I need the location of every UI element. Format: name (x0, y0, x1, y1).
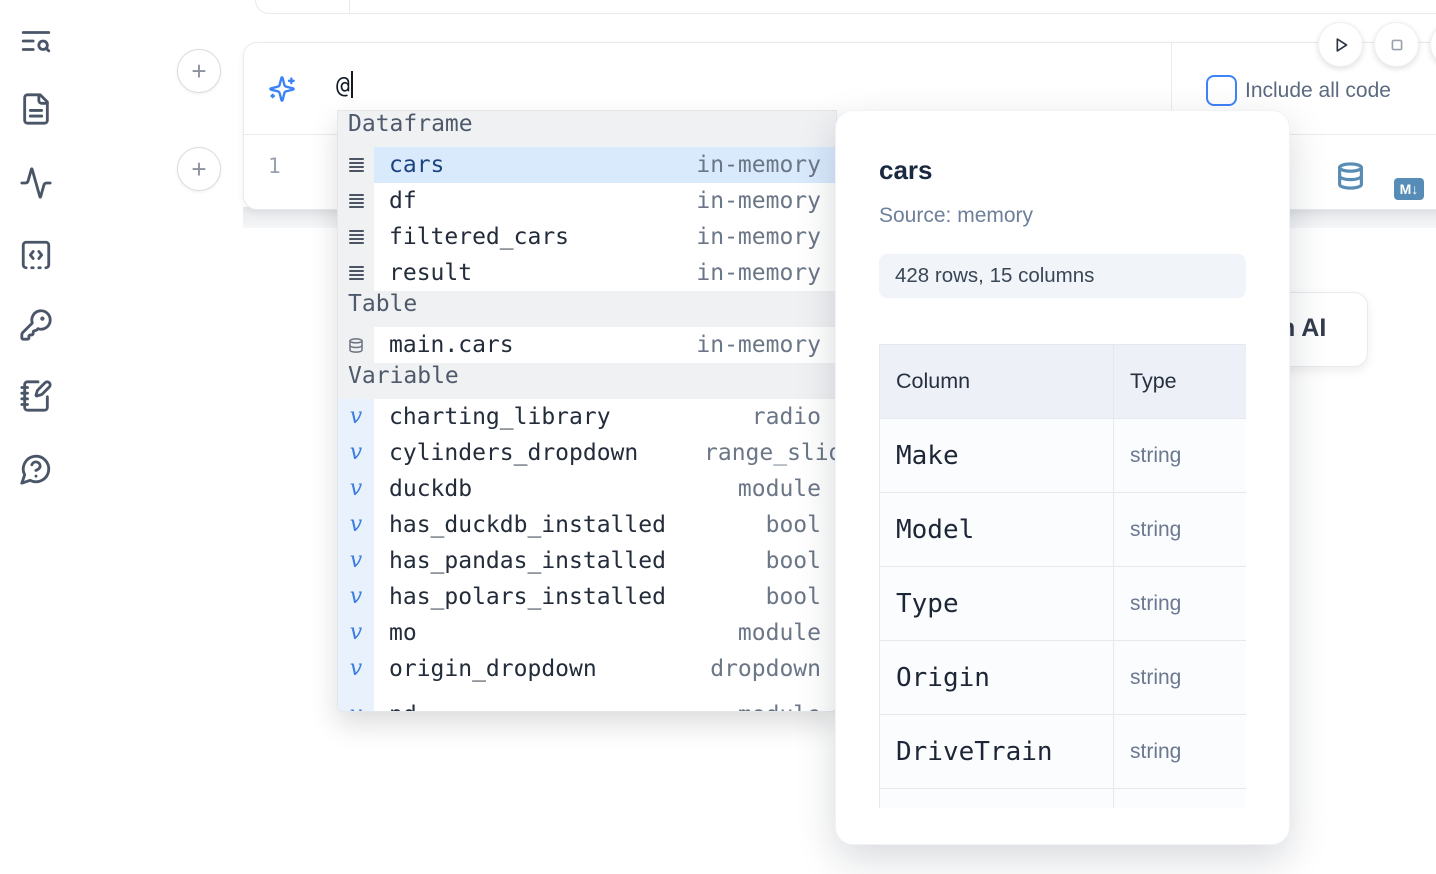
variable-icon: v (338, 471, 374, 507)
dataframe-preview-panel: cars Source: memory 428 rows, 15 columns… (835, 110, 1290, 845)
prompt-value: @ (336, 73, 350, 99)
text-caret (351, 71, 353, 98)
help-chat-icon[interactable] (19, 452, 53, 486)
add-cell-button-bottom[interactable]: + (177, 147, 221, 191)
autocomplete-item-variable[interactable]: v cylinders_dropdown range_slider (338, 435, 836, 471)
schema-table-row: Origin string (880, 641, 1247, 715)
schema-table-row: Make string (880, 419, 1247, 493)
schema-table-row: DriveTrain string (880, 715, 1247, 789)
variable-icon: v (338, 507, 374, 543)
schema-table: Column Type Make string Model string Typ… (879, 344, 1246, 808)
autocomplete-item-dataframe[interactable]: df in-memory (338, 183, 836, 219)
autocomplete-item-dataframe[interactable]: filtered_cars in-memory (338, 219, 836, 255)
schema-table-row: Model string (880, 493, 1247, 567)
variable-icon: v (338, 435, 374, 471)
schema-header-column: Column (880, 345, 1114, 419)
variable-icon: v (338, 687, 374, 712)
play-icon (1330, 34, 1352, 56)
autocomplete-dropdown: Dataframe cars in-memory df in-memory fi… (337, 110, 837, 712)
autocomplete-item-variable[interactable]: v has_polars_installed bool (338, 579, 836, 615)
text-search-icon[interactable] (19, 24, 53, 58)
schema-table-row-partial (880, 789, 1247, 809)
schema-header-type: Type (1114, 345, 1247, 419)
autocomplete-item-variable[interactable]: v origin_dropdown dropdown (338, 651, 836, 687)
autocomplete-item-variable[interactable]: v has_pandas_installed bool (338, 543, 836, 579)
autocomplete-item-table[interactable]: main.cars in-memory (338, 327, 836, 363)
run-cell-button[interactable] (1318, 22, 1363, 67)
autocomplete-item-variable[interactable]: v has_duckdb_installed bool (338, 507, 836, 543)
rows-icon (338, 183, 374, 219)
autocomplete-item-variable[interactable]: v mo module (338, 615, 836, 651)
autocomplete-item-variable[interactable]: v charting_library radio (338, 399, 836, 435)
autocomplete-item-dataframe[interactable]: result in-memory (338, 255, 836, 291)
panel-source: Source: memory (879, 204, 1246, 228)
rows-icon (338, 255, 374, 291)
autocomplete-item-variable[interactable]: v duckdb module (338, 471, 836, 507)
notebook-pen-icon[interactable] (19, 379, 53, 413)
markdown-icon[interactable]: M↓ (1394, 178, 1424, 200)
schema-table-row: Type string (880, 567, 1247, 641)
stop-button[interactable] (1374, 22, 1419, 67)
panel-title: cars (879, 155, 1246, 186)
sparkles-icon (268, 75, 296, 103)
rows-icon (338, 219, 374, 255)
variable-icon: v (338, 399, 374, 435)
autocomplete-section-header: Table (338, 291, 836, 327)
autocomplete-item-variable[interactable]: v pd module (338, 687, 836, 712)
variable-icon: v (338, 615, 374, 651)
ai-prompt-input[interactable]: @ (336, 71, 353, 99)
include-all-code-label: Include all code (1245, 79, 1391, 103)
stop-icon (1386, 34, 1408, 56)
autocomplete-section-header: Dataframe (338, 111, 836, 147)
database-icon (338, 327, 374, 363)
file-text-icon[interactable] (19, 92, 53, 126)
variable-icon: v (338, 579, 374, 615)
code-square-icon[interactable] (19, 238, 53, 272)
database-icon[interactable] (1336, 161, 1365, 191)
cell-gutter-divider (349, 0, 350, 13)
previous-cell (255, 0, 1436, 14)
activity-icon[interactable] (19, 166, 53, 200)
panel-shape-badge: 428 rows, 15 columns (879, 254, 1246, 298)
key-icon[interactable] (19, 308, 53, 342)
code-line-number: 1 (268, 154, 281, 178)
rows-icon (338, 147, 374, 183)
autocomplete-section-header: Variable (338, 363, 836, 399)
variable-icon: v (338, 543, 374, 579)
autocomplete-item-dataframe[interactable]: cars in-memory (338, 147, 836, 183)
include-all-code-checkbox[interactable] (1206, 75, 1237, 106)
variable-icon: v (338, 651, 374, 687)
add-cell-button-top[interactable]: + (177, 49, 221, 93)
schema-table-wrapper: Column Type Make string Model string Typ… (879, 344, 1246, 808)
